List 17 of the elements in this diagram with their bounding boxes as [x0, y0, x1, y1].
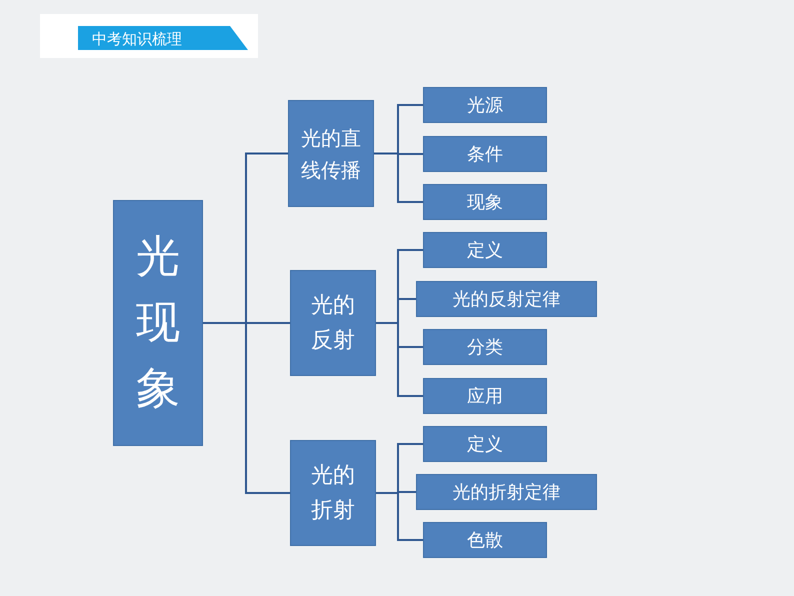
topic-box: 光现象: [113, 200, 203, 446]
topic-box: 应用: [423, 378, 547, 414]
topic-box: 光源: [423, 87, 547, 123]
connector-line: [374, 152, 423, 203]
topic-box: 光的折射定律: [416, 474, 597, 510]
topic-box: 色散: [423, 522, 547, 558]
topic-box: 条件: [423, 136, 547, 172]
branch-box: 光的直线传播: [288, 100, 374, 207]
topic-box: 定义: [423, 426, 547, 462]
topic-box: 现象: [423, 184, 547, 220]
topic-box: 光的反射定律: [416, 281, 597, 317]
connector-line: [203, 322, 290, 494]
branch-box: 光的反射: [290, 270, 376, 376]
topic-box: 分类: [423, 329, 547, 365]
banner-title: 中考知识梳理: [92, 30, 182, 48]
branch-box: 光的折射: [290, 440, 376, 546]
topic-box: 定义: [423, 232, 547, 268]
